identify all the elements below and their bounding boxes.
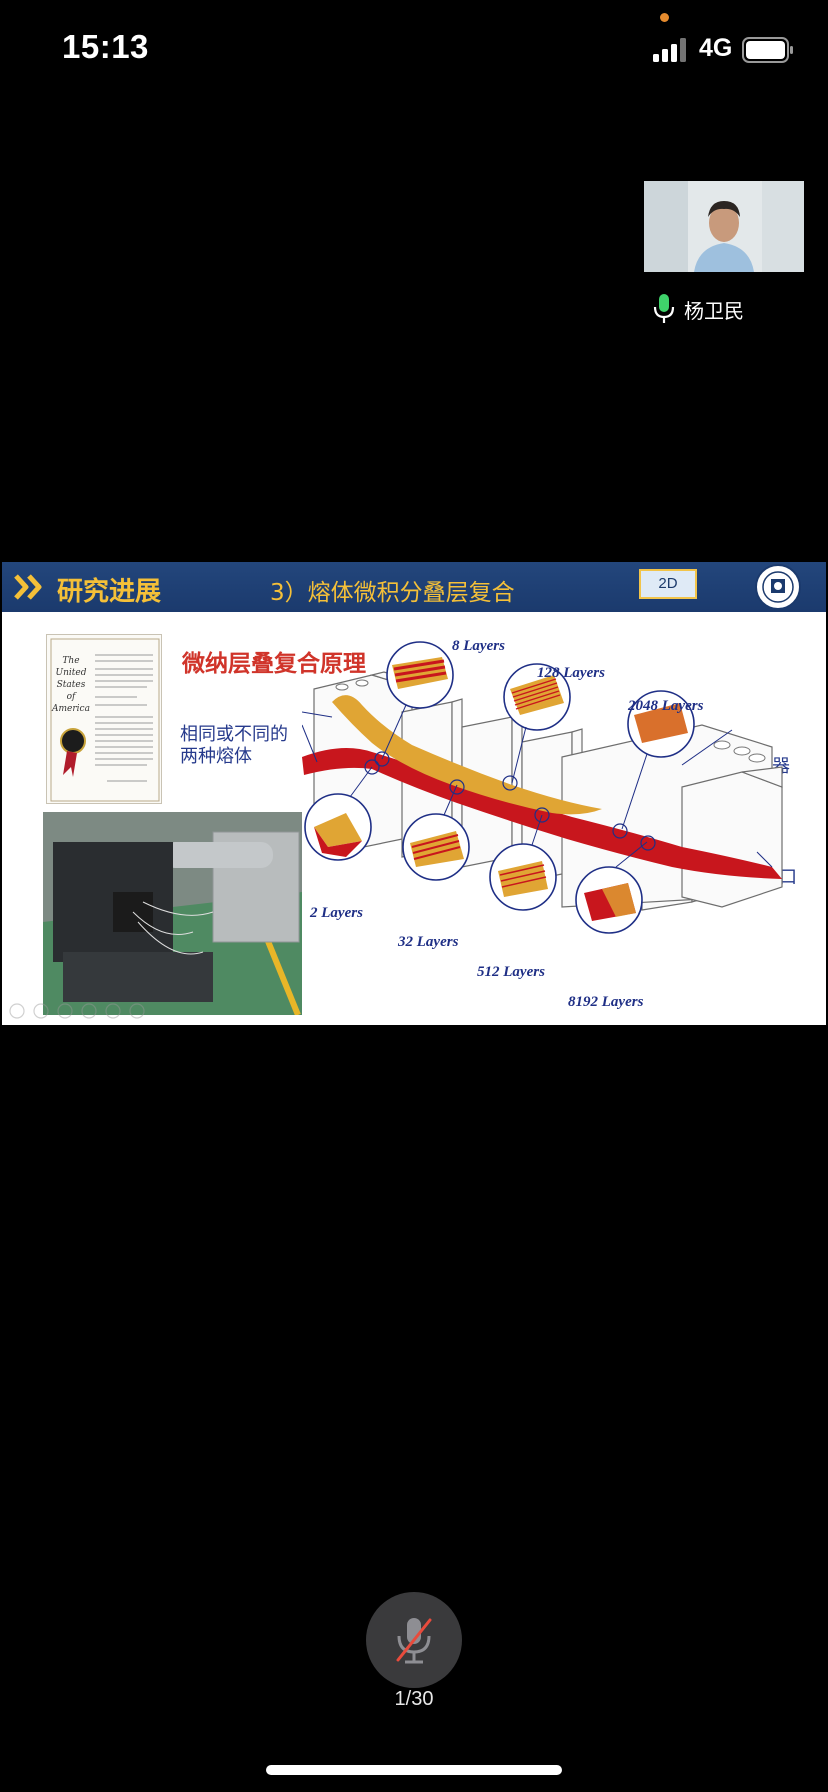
layer-count-label: 8 Layers	[452, 638, 505, 654]
two-melts-label: 相同或不同的两种熔体	[180, 724, 288, 767]
extrusion-equipment-image	[43, 812, 302, 1015]
home-indicator[interactable]	[266, 1765, 562, 1775]
participant-video-frame	[644, 181, 804, 272]
slide-subtitle: 3）熔体微积分叠层复合	[270, 580, 515, 606]
dimension-badge: 2D	[639, 569, 697, 599]
microphone-icon	[653, 294, 675, 323]
extrusion-equipment-photo	[43, 812, 302, 1015]
mute-toggle-button[interactable]	[366, 1592, 462, 1688]
microphone-muted-icon	[396, 1618, 432, 1664]
layer-count-label: 32 Layers	[398, 934, 459, 950]
shared-slide[interactable]: 研究进展 3）熔体微积分叠层复合 2D The United States of…	[2, 562, 826, 1025]
slide-section-title: 研究进展	[57, 577, 162, 607]
slide-navigation-controls[interactable]	[8, 1002, 148, 1020]
svg-text:of: of	[67, 692, 77, 702]
svg-text:United: United	[56, 668, 87, 678]
svg-text:States: States	[57, 680, 86, 690]
double-chevron-icon	[14, 574, 42, 600]
patent-document-image: The United States of America	[50, 638, 160, 802]
coextrusion-diagram	[302, 641, 783, 934]
layer-count-label: 2 Layers	[310, 905, 363, 921]
principle-title: 微纳层叠复合原理	[182, 651, 366, 677]
layer-count-label: 128 Layers	[537, 665, 605, 681]
signal-icon	[653, 38, 686, 62]
svg-text:America: America	[51, 704, 90, 714]
page-counter: 1/30	[394, 1688, 434, 1710]
privacy-indicator-dot	[660, 13, 669, 22]
svg-text:The: The	[62, 656, 79, 666]
participant-label: 杨卫民	[652, 292, 744, 326]
layer-count-label: 8192 Layers	[568, 994, 644, 1010]
status-time: 15:13	[62, 28, 149, 65]
patent-certificate: The United States of America	[46, 634, 162, 804]
slide-header: 研究进展 3）熔体微积分叠层复合 2D	[2, 562, 826, 612]
layer-count-label: 512 Layers	[477, 964, 545, 980]
university-seal-icon	[755, 564, 801, 610]
battery-icon	[742, 37, 793, 63]
participant-name: 杨卫民	[684, 298, 744, 323]
participant-video[interactable]	[644, 181, 804, 272]
network-type: 4G	[699, 34, 733, 62]
layer-count-label: 2048 Layers	[628, 698, 704, 714]
